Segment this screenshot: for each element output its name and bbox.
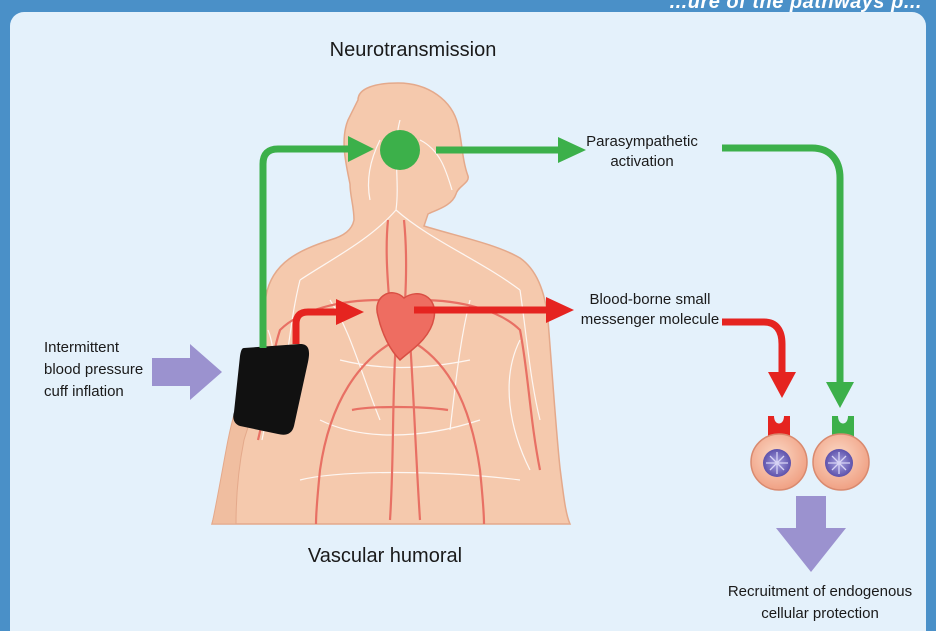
label-parasympathetic-2: activation: [610, 153, 673, 170]
label-cuff-3: cuff inflation: [44, 383, 124, 400]
arrowhead-to-messenger: [546, 297, 574, 323]
label-recruitment-1: Recruitment of endogenous: [728, 583, 912, 600]
label-parasympathetic-1: Parasympathetic: [586, 133, 698, 150]
label-vascular-humoral: Vascular humoral: [308, 545, 462, 567]
input-arrow: [152, 344, 222, 400]
label-cuff-2: blood pressure: [44, 361, 143, 378]
brain-node: [380, 130, 420, 170]
arrowhead-to-receptor-green: [826, 382, 854, 408]
label-neurotransmission: Neurotransmission: [330, 39, 497, 61]
label-cuff-1: Intermittent: [44, 339, 120, 356]
output-arrow: [776, 496, 846, 572]
arrowhead-to-receptor-red: [768, 372, 796, 398]
label-blood-borne-1: Blood-borne small: [590, 291, 711, 308]
label-blood-borne-2: messenger molecule: [581, 311, 719, 328]
header-partial-title: ...ure of the pathways p...: [670, 0, 922, 14]
arrowhead-to-parasympathetic: [558, 137, 586, 163]
label-recruitment-2: cellular protection: [761, 605, 879, 622]
cell-left: [751, 416, 807, 490]
cell-right: [813, 416, 869, 490]
